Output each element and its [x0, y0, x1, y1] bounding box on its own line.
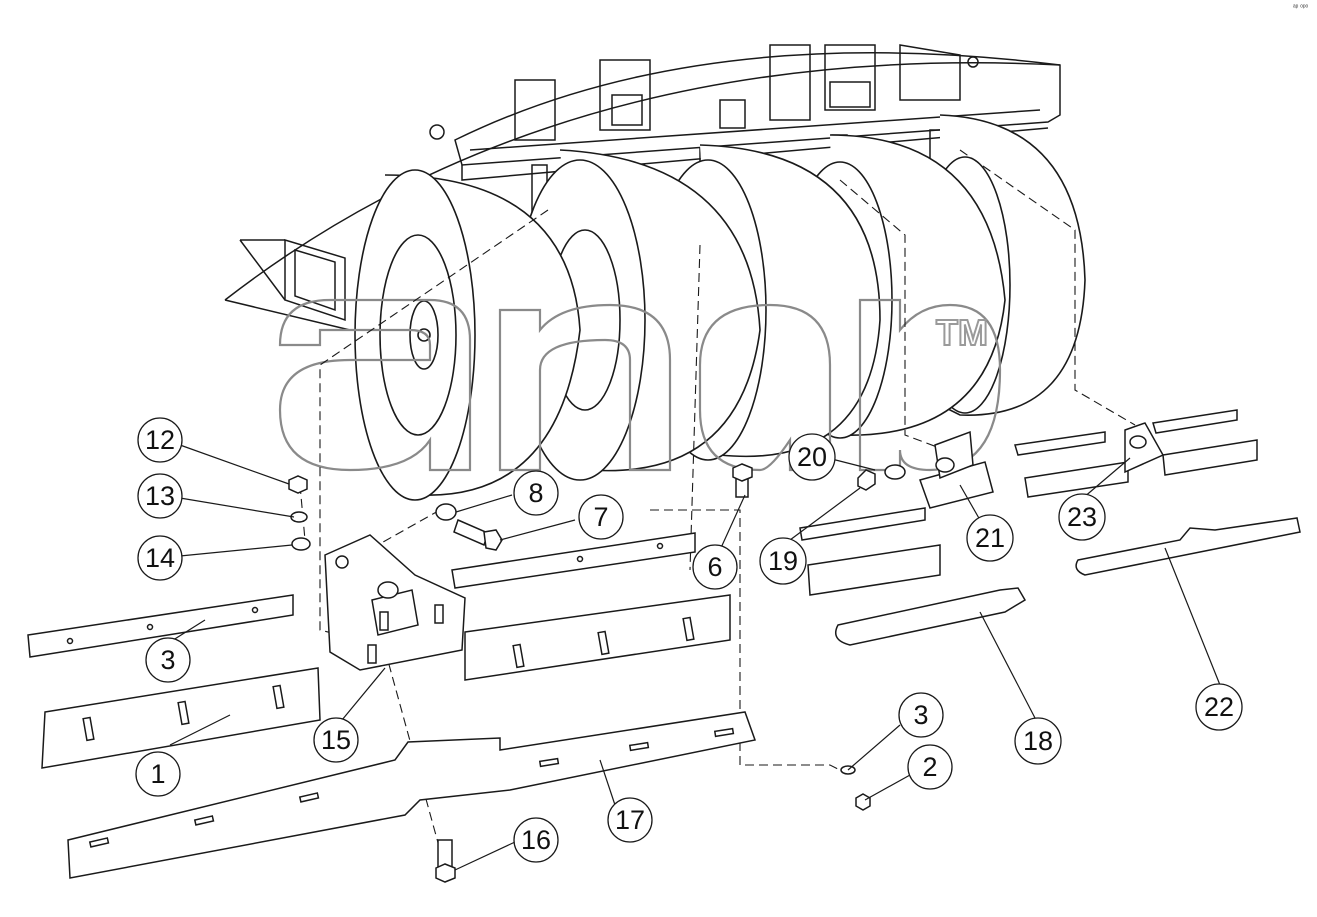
callout-14-label: 14: [145, 543, 175, 573]
callout-15-label: 15: [321, 725, 351, 755]
strip-3: [27, 594, 294, 658]
washer-20: [884, 464, 906, 480]
callout-23: 23: [1058, 493, 1106, 541]
corner-mark: ᵃᵖ ᵒᵖᵒ: [1293, 4, 1308, 11]
nut-12: [288, 475, 308, 494]
callout-2-label: 2: [922, 752, 937, 782]
callout-12-label: 12: [145, 425, 175, 455]
callout-13: 13: [137, 473, 183, 519]
callout-23-label: 23: [1067, 502, 1097, 532]
tire-set: [354, 114, 1086, 501]
bolt-7: [453, 518, 503, 551]
callout-21: 21: [966, 514, 1014, 562]
callout-3-left-label: 3: [160, 645, 175, 675]
watermark: [278, 298, 1002, 472]
callout-20-label: 20: [797, 442, 827, 472]
callout-22: 22: [1195, 683, 1243, 731]
washer-8: [435, 503, 457, 521]
strip-top-right-1: [1014, 431, 1106, 456]
leader-lines: [169, 444, 1221, 871]
plate-top-right-1: [1024, 461, 1129, 498]
nut-2: [855, 793, 871, 811]
plate-middle: [464, 594, 731, 681]
bar-17: [67, 711, 756, 879]
callout-3-right-label: 3: [913, 700, 928, 730]
callout-14: 14: [137, 535, 183, 581]
callout-22-label: 22: [1204, 692, 1234, 722]
callout-21-label: 21: [975, 523, 1005, 553]
plate-19: [807, 544, 941, 596]
callout-2: 2: [907, 744, 953, 790]
bracket-23: [1124, 422, 1165, 474]
callout-3-left: 3: [145, 637, 191, 683]
bar-22: [1075, 517, 1301, 576]
hardware-parts: [27, 409, 1301, 883]
callout-20: 20: [788, 433, 836, 481]
callout-18-label: 18: [1023, 726, 1053, 756]
strip-top-right-2: [1152, 409, 1238, 434]
strip-19: [799, 507, 926, 541]
callout-12: 12: [137, 417, 183, 463]
callout-15: 15: [313, 717, 359, 763]
flat-washer-14: [291, 537, 311, 551]
callout-6: 6: [692, 544, 738, 590]
callout-1-label: 1: [150, 759, 165, 789]
strip-upper: [451, 532, 696, 589]
bolt-6: [732, 463, 753, 498]
tire: [354, 169, 581, 501]
callout-19-label: 19: [768, 546, 798, 576]
callout-8-label: 8: [528, 478, 543, 508]
callout-13-label: 13: [145, 481, 175, 511]
callout-17: 17: [607, 797, 653, 843]
callout-18: 18: [1014, 717, 1062, 765]
callout-1: 1: [135, 751, 181, 797]
plate-top-right-2: [1162, 439, 1258, 476]
callout-3-right: 3: [898, 692, 944, 738]
watermark-tm: TM: [936, 312, 988, 353]
callout-19: 19: [759, 537, 807, 585]
callout-6-label: 6: [707, 552, 722, 582]
callout-8: 8: [513, 470, 559, 516]
bolt-16: [435, 839, 456, 883]
callout-17-label: 17: [615, 805, 645, 835]
nut-19: [857, 469, 876, 491]
callout-16-label: 16: [521, 825, 551, 855]
callout-7: 7: [578, 494, 624, 540]
bar-18: [835, 587, 1027, 646]
callout-16: 16: [513, 817, 559, 863]
callout-7-label: 7: [593, 502, 608, 532]
